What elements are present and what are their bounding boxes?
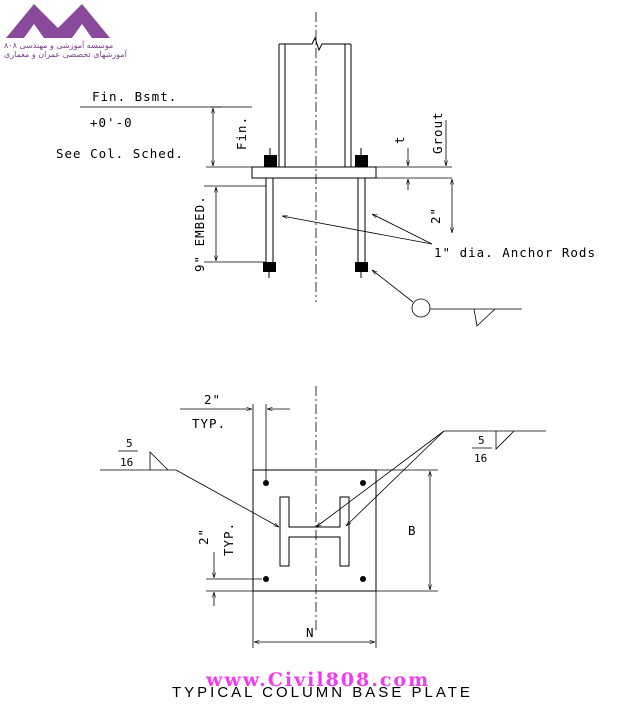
website-watermark: www.Civil808.com <box>205 669 430 691</box>
see-col-sched-label: See Col. Sched. <box>56 146 184 161</box>
two-in-top-label: 2" <box>204 392 221 407</box>
nut-top-right <box>355 155 368 167</box>
t-label: t <box>392 135 407 144</box>
weld-right-leader-b <box>346 430 445 526</box>
weld-left-fillet-icon <box>149 451 169 471</box>
elevation-value-label: +0'-0 <box>90 115 133 130</box>
bolt-hole-bottom-left <box>263 576 269 582</box>
typ-top-label: TYP. <box>192 416 226 431</box>
bolt-hole-top-right <box>360 480 366 486</box>
plan-view: 2" TYP. 5 16 5 16 2" TYP. B N <box>100 386 546 648</box>
anchor-rod-leader-right <box>372 214 433 245</box>
dim-n-label: N <box>306 625 315 640</box>
weld-right-size-bottom: 16 <box>474 452 487 465</box>
bolt-hole-top-left <box>263 480 269 486</box>
weld-right-fillet-icon <box>495 430 515 450</box>
nut-bottom-right <box>355 262 368 272</box>
two-in-side-label: 2" <box>196 528 211 545</box>
weld-left-leader <box>175 469 279 527</box>
anchor-rod-leader-left <box>282 216 433 245</box>
base-plate-elevation <box>251 166 377 179</box>
grout-label: Grout <box>430 111 445 154</box>
weld-right-leader-a <box>316 430 445 527</box>
logo-line-2: آموزشهای تخصصی عمران و معماری <box>4 49 128 59</box>
bolt-hole-bottom-right <box>360 576 366 582</box>
nut-bottom-left <box>263 262 276 272</box>
two-in-elevation-label: 2" <box>428 207 443 224</box>
base-plate-plan <box>252 469 377 592</box>
weld-left-size-bottom: 16 <box>120 456 133 469</box>
column-break-line <box>279 36 351 52</box>
nut-top-left <box>264 155 277 167</box>
logo-mountains-icon <box>6 4 110 38</box>
note-leader <box>372 270 414 303</box>
elevation-view: Fin. Bsmt. +0'-0 See Col. Sched. Fin. t … <box>56 12 596 327</box>
logo: موسسه آموزشی و مهندسی ۸۰۸ آموزشهای تخصصی… <box>4 4 128 59</box>
dim-b-label: B <box>408 523 417 538</box>
note-flag-icon <box>473 308 496 327</box>
weld-left-size-top: 5 <box>126 437 133 450</box>
drawing-title: TYPICAL COLUMN BASE PLATE <box>172 684 473 701</box>
fin-label: Fin. <box>234 116 249 150</box>
embed-label: 9" EMBED. <box>192 195 207 272</box>
weld-right-size-top: 5 <box>478 434 485 447</box>
anchor-rods-label: 1" dia. Anchor Rods <box>434 245 596 260</box>
logo-notch-left <box>24 24 44 38</box>
logo-line-1: موسسه آموزشی و مهندسی ۸۰۸ <box>4 40 113 50</box>
fin-bsmt-label: Fin. Bsmt. <box>92 89 177 104</box>
typ-side-label: TYP. <box>221 522 236 556</box>
column-section-icon <box>279 496 350 567</box>
note-circle-icon <box>411 298 431 318</box>
logo-notch-right <box>72 24 92 38</box>
